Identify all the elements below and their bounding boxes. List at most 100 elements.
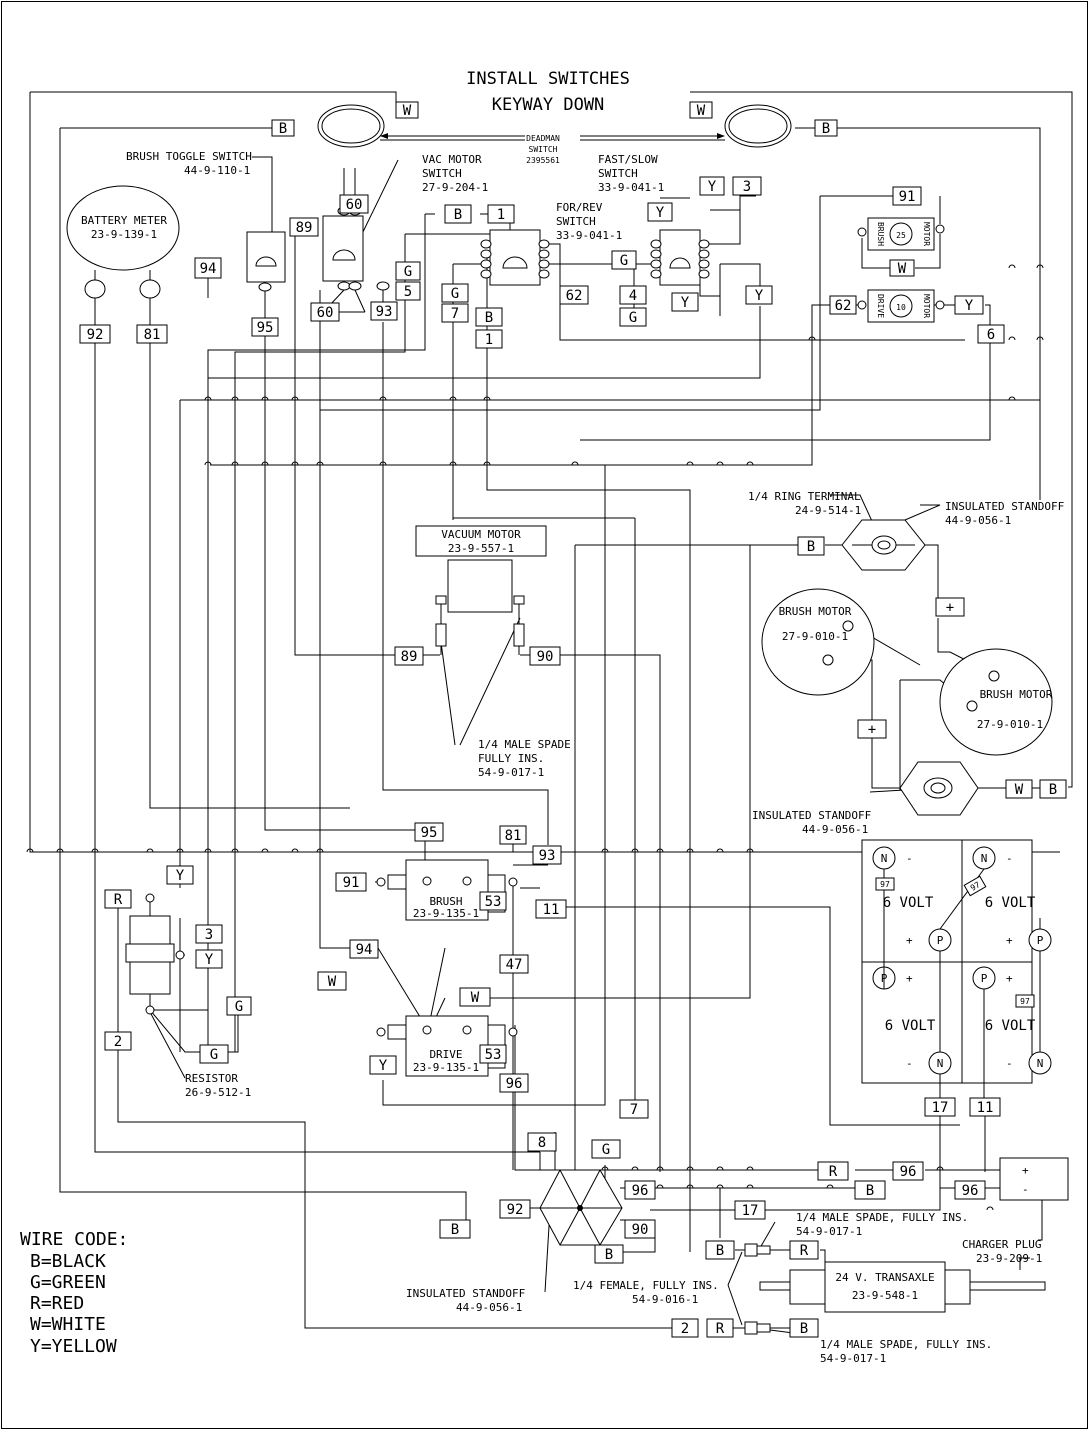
male-spade-label: 1/4 MALE SPADE bbox=[478, 738, 571, 751]
wire-label-box bbox=[954, 1180, 986, 1200]
toggle-icon bbox=[332, 249, 356, 261]
svg-text:97: 97 bbox=[880, 880, 890, 889]
svg-text:-: - bbox=[906, 852, 913, 865]
wire-label-box bbox=[349, 939, 379, 959]
svg-text:SWITCH: SWITCH bbox=[529, 145, 558, 154]
wire-label: W bbox=[471, 990, 480, 1006]
svg-text:P: P bbox=[881, 972, 888, 985]
wire-label-box bbox=[195, 949, 223, 969]
wire-label-box bbox=[732, 176, 762, 196]
wire-code-green: G=GREEN bbox=[30, 1272, 106, 1293]
brush-toggle-label: BRUSH TOGGLE SWITCH bbox=[126, 150, 252, 163]
wire-label-box bbox=[394, 646, 424, 666]
wire-label-box bbox=[395, 101, 419, 119]
wire-label: 60 bbox=[346, 197, 363, 213]
diagram-title: INSTALL SWITCHES KEYWAY DOWN bbox=[466, 69, 630, 115]
male-spade-bottom-label: 1/4 MALE SPADE, FULLY INS. bbox=[820, 1338, 992, 1351]
wire-label-box bbox=[892, 186, 922, 206]
for-rev-switch bbox=[480, 229, 550, 286]
wire-label: 60 bbox=[317, 305, 334, 321]
svg-text:DEADMAN: DEADMAN bbox=[526, 134, 560, 143]
svg-text:97: 97 bbox=[969, 880, 982, 893]
wire-label: 4 bbox=[629, 288, 637, 304]
wire-label-box bbox=[441, 303, 469, 323]
wire-label: 90 bbox=[537, 649, 554, 665]
standoff-bottom bbox=[539, 1169, 623, 1246]
wire-label: W bbox=[403, 103, 412, 119]
svg-text:25: 25 bbox=[896, 231, 906, 240]
wire-label-box bbox=[271, 119, 295, 137]
svg-text:SWITCH: SWITCH bbox=[598, 167, 638, 180]
wire-label-box bbox=[745, 285, 773, 305]
svg-text:24-9-514-1: 24-9-514-1 bbox=[795, 504, 861, 517]
wire-label-box bbox=[166, 865, 194, 885]
wire-label: G bbox=[210, 1047, 218, 1063]
wire-label-box bbox=[619, 285, 647, 305]
svg-text:33-9-041-1: 33-9-041-1 bbox=[598, 181, 664, 194]
svg-text:6 VOLT: 6 VOLT bbox=[985, 1018, 1036, 1034]
wire-label: 95 bbox=[257, 320, 274, 336]
wire-label-box bbox=[529, 646, 561, 666]
wire-label: 81 bbox=[505, 828, 522, 844]
vacuum-motor-label: VACUUM MOTOR bbox=[441, 528, 521, 541]
svg-text:44-9-056-1: 44-9-056-1 bbox=[802, 823, 868, 836]
wire-label: 1 bbox=[497, 207, 505, 223]
svg-text:+: + bbox=[1006, 934, 1013, 947]
wire-label-box bbox=[689, 101, 713, 119]
wire-label-box bbox=[289, 217, 319, 237]
charger-minus: - bbox=[1022, 1183, 1029, 1196]
title-line-1: INSTALL SWITCHES bbox=[466, 69, 630, 89]
wire-label-box bbox=[395, 261, 421, 281]
resistor bbox=[125, 893, 185, 1015]
svg-text:23-9-139-1: 23-9-139-1 bbox=[91, 228, 157, 241]
wire-label-box bbox=[789, 1318, 819, 1338]
wire-label: R bbox=[114, 892, 123, 908]
wire-label: 53 bbox=[485, 1047, 502, 1063]
svg-text:P: P bbox=[981, 972, 988, 985]
wire-label-box bbox=[335, 872, 367, 892]
battery-labels: N N P P P P N N - - + + + + - - 6 VOLT 6… bbox=[875, 852, 1044, 1070]
wire-label: 95 bbox=[421, 825, 438, 841]
wire-label-box bbox=[527, 1132, 557, 1152]
svg-text:-: - bbox=[1006, 852, 1013, 865]
svg-text:+: + bbox=[906, 972, 913, 985]
charger-plug-body bbox=[999, 1157, 1069, 1201]
drive-motor-small bbox=[857, 289, 945, 323]
brush-motors bbox=[761, 588, 1053, 756]
deadman-switches bbox=[317, 104, 792, 148]
wire-label: B bbox=[822, 121, 830, 137]
svg-text:N: N bbox=[981, 852, 988, 865]
wire-label: R bbox=[716, 1321, 725, 1337]
toggle-icon bbox=[255, 256, 277, 267]
drive-solenoid bbox=[376, 1015, 518, 1077]
wire-label-box bbox=[619, 1099, 649, 1119]
svg-text:23-9-209-1: 23-9-209-1 bbox=[976, 1252, 1042, 1265]
svg-text:54-9-016-1: 54-9-016-1 bbox=[632, 1293, 698, 1306]
wire-label-box bbox=[591, 1139, 621, 1159]
svg-text:FULLY INS.: FULLY INS. bbox=[478, 752, 544, 765]
svg-text:6 VOLT: 6 VOLT bbox=[985, 895, 1036, 911]
component-labels: BRUSH TOGGLE SWITCH 44-9-110-1 VAC MOTOR… bbox=[81, 150, 1064, 1365]
toggle-icon bbox=[669, 257, 691, 269]
svg-text:MOTOR: MOTOR bbox=[922, 222, 931, 246]
wire-label: B bbox=[807, 539, 815, 555]
wire-label-box bbox=[1005, 779, 1033, 799]
svg-text:P: P bbox=[937, 934, 944, 947]
wire-label-box bbox=[395, 281, 421, 301]
transaxle bbox=[759, 1261, 1046, 1313]
wire-label-box bbox=[479, 1044, 507, 1064]
svg-text:27-9-010-1: 27-9-010-1 bbox=[782, 630, 848, 643]
wire-label-box bbox=[532, 845, 562, 865]
wire-label-box bbox=[829, 295, 857, 315]
wire-label-box bbox=[924, 1097, 956, 1117]
battery-meter bbox=[66, 185, 180, 299]
wire-label-box bbox=[699, 176, 725, 196]
wire-label-box bbox=[439, 1219, 471, 1239]
wire-label: 96 bbox=[632, 1183, 649, 1199]
vacuum-motor bbox=[415, 525, 547, 655]
svg-text:23-9-135-1: 23-9-135-1 bbox=[413, 1061, 479, 1074]
wire-label: 62 bbox=[566, 288, 583, 304]
wire-label: Y bbox=[755, 288, 764, 304]
